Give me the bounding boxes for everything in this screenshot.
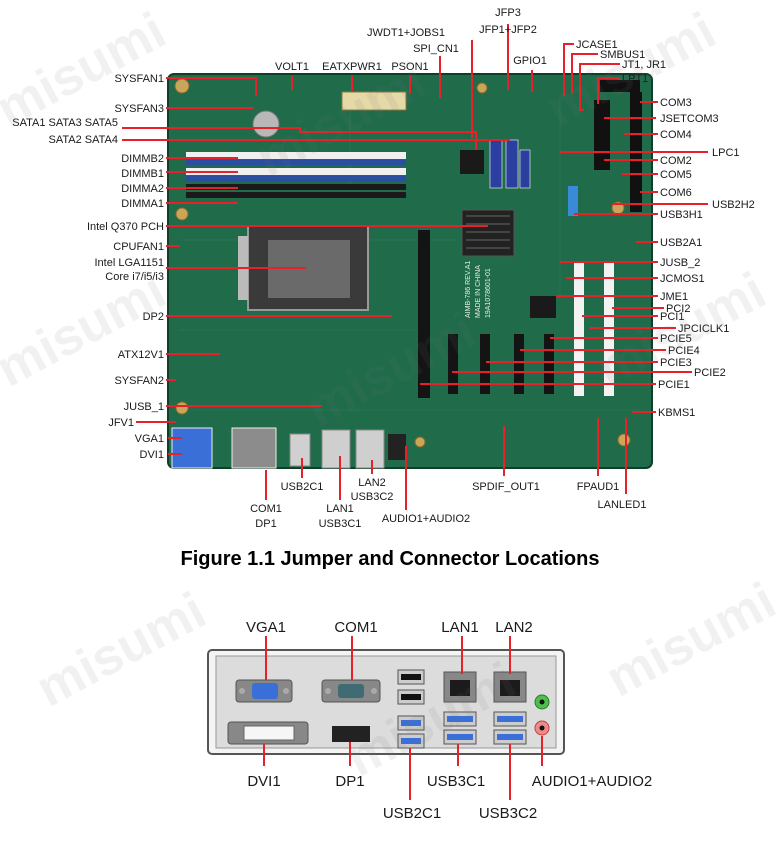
label-com1: COM1 — [250, 503, 282, 515]
audio-jacks — [534, 694, 550, 736]
io-label-usb2c1: USB2C1 — [383, 805, 441, 822]
label-pcie2: PCIE2 — [694, 367, 726, 379]
label-jme1: JME1 — [660, 291, 688, 303]
label-jpciclk1: JPCICLK1 — [678, 323, 729, 335]
io-label-lan2: LAN2 — [495, 619, 533, 636]
label-lanled1: LANLED1 — [598, 499, 647, 511]
label-sysfan2: SYSFAN2 — [114, 375, 164, 387]
io-label-audio: AUDIO1+AUDIO2 — [532, 773, 652, 790]
io-label-dp1: DP1 — [335, 773, 364, 790]
label-spi-cn1: SPI_CN1 — [413, 43, 459, 55]
label-com6: COM6 — [660, 187, 692, 199]
label-dimmb1: DIMMB1 — [121, 168, 164, 180]
lan2-usb3c2 — [493, 671, 527, 745]
label-cpu-line1: Intel LGA1151 — [94, 257, 164, 269]
figure-caption: Figure 1.1 Jumper and Connector Location… — [180, 548, 600, 570]
lan1-usb3c1 — [443, 671, 477, 745]
io-label-usb3c2: USB3C2 — [479, 805, 537, 822]
label-pch: Intel Q370 PCH — [87, 221, 164, 233]
label-com3: COM3 — [660, 97, 692, 109]
label-jfp1-jfp2: JFP1+JFP2 — [479, 24, 537, 36]
label-sata-2-4: SATA2 SATA4 — [49, 134, 119, 146]
label-usb3h1: USB3H1 — [660, 209, 703, 221]
label-pci2: PCI2 — [666, 303, 690, 315]
board-labels: SYSFAN1 VOLT1 EATXPWR1 PSON1 JWDT1+JOBS1… — [12, 7, 755, 530]
label-dp2: DP2 — [143, 311, 164, 323]
io-label-dvi1: DVI1 — [247, 773, 280, 790]
dvi-port — [227, 721, 309, 745]
label-pcie3: PCIE3 — [660, 357, 692, 369]
label-usb2c1: USB2C1 — [281, 481, 324, 493]
label-fpaud1: FPAUD1 — [577, 481, 620, 493]
io-panel — [207, 649, 565, 755]
label-pci1: PCI1 — [660, 311, 684, 323]
label-gpio1: GPIO1 — [513, 55, 547, 67]
label-vga1: VGA1 — [135, 433, 164, 445]
usb2-stack — [397, 669, 425, 749]
label-jcase1: JCASE1 — [576, 39, 618, 51]
label-usb3c1: USB3C1 — [319, 518, 362, 530]
label-com2: COM2 — [660, 155, 692, 167]
dimm-slots — [186, 152, 406, 198]
pch-heatsink — [461, 209, 515, 257]
rear-io-on-board — [171, 427, 406, 469]
label-pcie5: PCIE5 — [660, 333, 692, 345]
label-sysfan3: SYSFAN3 — [114, 103, 164, 115]
label-volt1: VOLT1 — [275, 61, 309, 73]
pcb-board: AIMB-786 REV.A1 MADE IN CHINA 19A1078601… — [167, 73, 653, 469]
label-dimma1: DIMMA1 — [121, 198, 164, 210]
label-jcmos1: JCMOS1 — [660, 273, 705, 285]
label-spdif: SPDIF_OUT1 — [472, 481, 540, 493]
com-port — [321, 679, 381, 703]
label-pson1: PSON1 — [391, 61, 428, 73]
label-lan2: LAN2 — [358, 477, 386, 489]
label-dimmb2: DIMMB2 — [121, 153, 164, 165]
board-pn-text: 19A1078601-01 — [485, 268, 492, 318]
dp-port — [332, 726, 370, 742]
label-kbms1: KBMS1 — [658, 407, 695, 419]
board-made-in-text: MADE IN CHINA — [475, 265, 482, 318]
label-audio: AUDIO1+AUDIO2 — [382, 513, 470, 525]
label-jsetcom3: JSETCOM3 — [660, 113, 719, 125]
label-lpc1: LPC1 — [712, 147, 740, 159]
io-labels: VGA1 COM1 LAN1 LAN2 DVI1 DP1 USB3C1 AUDI… — [246, 619, 652, 822]
board-model-text: AIMB-786 REV.A1 — [465, 261, 472, 318]
vga-port — [235, 679, 293, 703]
label-com5: COM5 — [660, 169, 692, 181]
label-cpufan1: CPUFAN1 — [113, 241, 164, 253]
label-pcie1: PCIE1 — [658, 379, 690, 391]
io-label-vga1: VGA1 — [246, 619, 286, 636]
label-sysfan1: SYSFAN1 — [114, 73, 164, 85]
label-jusb2: JUSB_2 — [660, 257, 700, 269]
label-sata-1-3-5: SATA1 SATA3 SATA5 — [12, 117, 118, 129]
label-jfv1: JFV1 — [108, 417, 134, 429]
label-dimma2: DIMMA2 — [121, 183, 164, 195]
label-jwdt1-jobs1: JWDT1+JOBS1 — [367, 27, 445, 39]
io-label-lan1: LAN1 — [441, 619, 479, 636]
label-atx12v1: ATX12V1 — [118, 349, 164, 361]
label-dvi1: DVI1 — [140, 449, 164, 461]
label-usb2a1: USB2A1 — [660, 237, 702, 249]
leader-lines — [122, 24, 708, 510]
label-usb2h2: USB2H2 — [712, 199, 755, 211]
label-pcie4: PCIE4 — [668, 345, 700, 357]
label-dp1: DP1 — [255, 518, 276, 530]
label-jt1-jr1: JT1, JR1 — [622, 59, 666, 71]
label-lpt1: LPT1 — [622, 73, 648, 85]
io-label-usb3c1: USB3C1 — [427, 773, 485, 790]
label-jfp3: JFP3 — [495, 7, 521, 19]
label-jusb1: JUSB_1 — [124, 401, 164, 413]
label-smbus1: SMBUS1 — [600, 49, 645, 61]
label-usb3c2: USB3C2 — [351, 491, 394, 503]
io-label-com1: COM1 — [334, 619, 377, 636]
label-eatxpwr1: EATXPWR1 — [322, 61, 382, 73]
label-com4: COM4 — [660, 129, 692, 141]
label-cpu-line2: Core i7/i5/i3 — [105, 271, 164, 283]
io-leader-lines — [263, 636, 543, 800]
label-lan1: LAN1 — [326, 503, 354, 515]
